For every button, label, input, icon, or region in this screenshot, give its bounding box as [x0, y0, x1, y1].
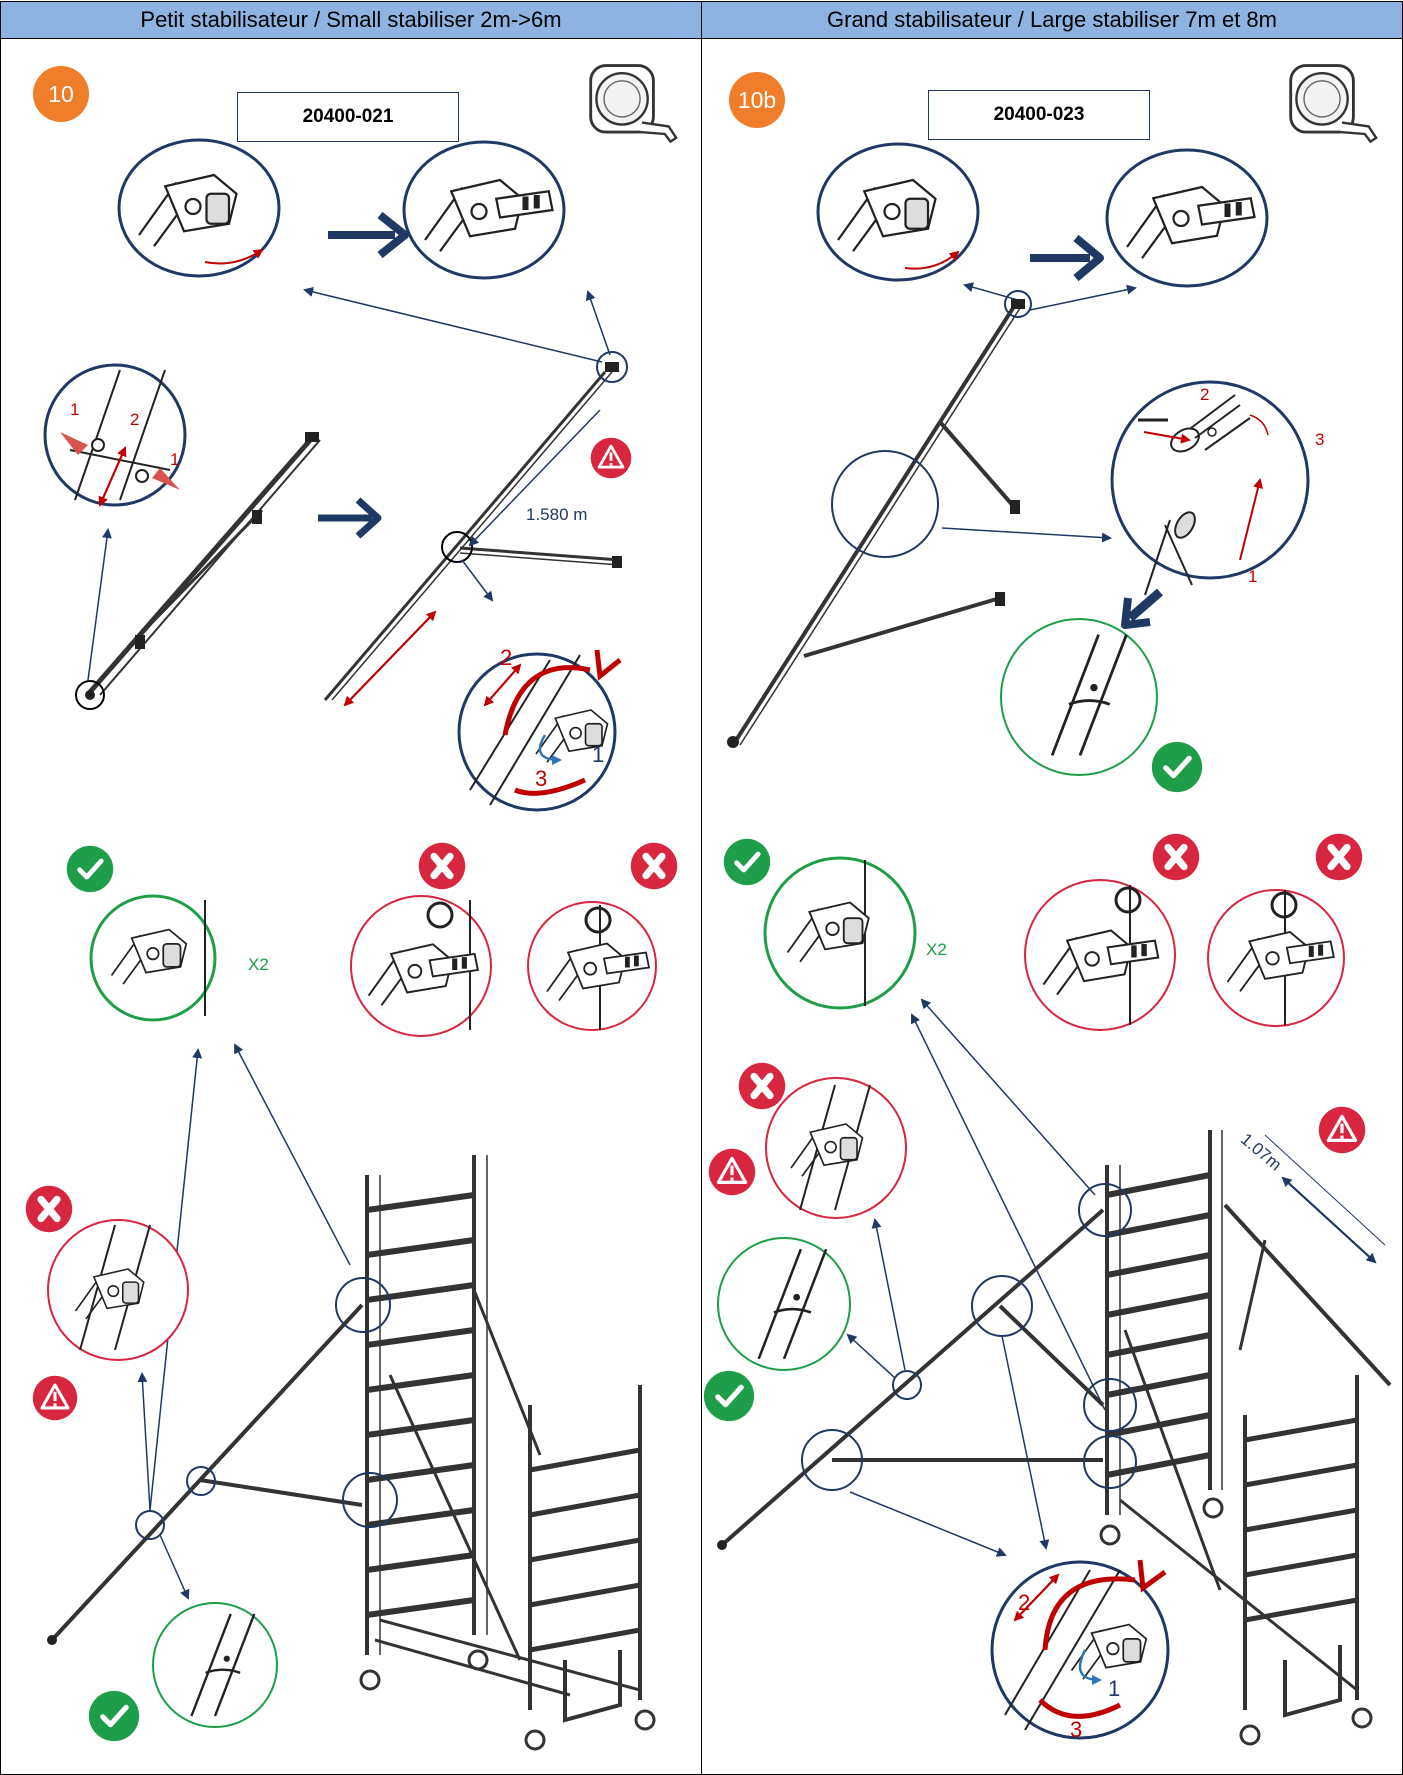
- label-rot-1-large: 1: [1108, 1676, 1120, 1701]
- step-badge-10b: 10b: [729, 72, 785, 128]
- stabiliser-attached-large: 1.07m: [717, 1129, 1386, 1557]
- cross-icon: [1153, 834, 1199, 880]
- check-icon: [724, 839, 770, 885]
- part-number-small: 20400-021: [237, 92, 459, 142]
- check-icon: [89, 1691, 139, 1741]
- cross-icon: [631, 843, 677, 889]
- label-rot-1: 1: [592, 742, 604, 767]
- scaffold-tower-large: [1099, 1130, 1392, 1746]
- stabiliser-unfolded-large: [727, 290, 1112, 748]
- label-pin-2: 2: [1200, 385, 1209, 404]
- stabiliser-attached-small: [47, 1277, 398, 1645]
- stabiliser-folded: [75, 432, 321, 710]
- warning-icon: [32, 1375, 78, 1421]
- rotation-lock-detail: 2 1 3: [457, 645, 622, 812]
- label-press-1b: 1: [170, 450, 179, 469]
- tape-measure-icon: [1289, 64, 1378, 144]
- label-rot-2: 2: [500, 645, 512, 670]
- label-pin-1: 1: [1248, 567, 1257, 586]
- cross-icon: [419, 843, 465, 889]
- pin-correct-detail: [1000, 618, 1158, 776]
- label-rot-3-large: 3: [1070, 1717, 1082, 1742]
- tube-wrong-detail-large: [765, 1077, 907, 1219]
- tape-measure-icon: [589, 64, 678, 144]
- stabiliser-unfolded: 1.580 m: [323, 351, 628, 707]
- label-pin-3: 3: [1315, 430, 1324, 449]
- telescopic-pin-detail: 1 2 1: [43, 363, 187, 507]
- warning-icon: [708, 1148, 756, 1196]
- clamp-correct-position: [89, 894, 217, 1022]
- clamp-wrong-position-2-large: [1207, 889, 1345, 1027]
- tube-correct-detail: [152, 1602, 278, 1728]
- rotation-lock-detail-large: 2 1 3: [990, 1559, 1170, 1742]
- clamp-open-detail: [402, 140, 566, 280]
- step-badge-10: 10: [33, 66, 89, 122]
- tube-wrong-detail: [47, 1219, 189, 1361]
- pin-assembly-detail: 2 3 1: [1110, 380, 1324, 596]
- warning-icon: [590, 437, 632, 479]
- check-icon: [67, 846, 113, 892]
- clamp-closed-detail-large: [816, 142, 980, 282]
- clamp-wrong-position-1-large: [1024, 879, 1176, 1031]
- label-press-1: 1: [70, 400, 79, 419]
- header-large-stabiliser: Grand stabilisateur / Large stabiliser 7…: [701, 1, 1403, 39]
- clamp-wrong-position-1: [350, 895, 492, 1037]
- label-rot-3: 3: [535, 766, 547, 791]
- scaffold-tower-small: [359, 1155, 656, 1751]
- check-icon: [704, 1371, 754, 1421]
- measure-107: 1.07m: [1237, 1129, 1285, 1174]
- cross-icon: [1316, 834, 1362, 880]
- header-small-stabiliser: Petit stabilisateur / Small stabiliser 2…: [0, 1, 702, 39]
- warning-icon: [1318, 1106, 1366, 1154]
- multiplier-x2: X2: [248, 955, 269, 974]
- clamp-open-detail-large: [1105, 148, 1269, 288]
- label-slide-2: 2: [130, 410, 139, 429]
- clamp-wrong-position-2: [527, 901, 657, 1031]
- measure-1580: 1.580 m: [526, 505, 587, 524]
- cross-icon: [739, 1063, 785, 1109]
- clamp-correct-position-large: [763, 856, 917, 1010]
- multiplier-x2-large: X2: [926, 940, 947, 959]
- check-icon: [1152, 742, 1202, 792]
- part-number-large: 20400-023: [928, 90, 1150, 140]
- tube-correct-detail-large: [717, 1237, 851, 1371]
- arrow-down-left-icon: [1127, 588, 1163, 622]
- label-rot-2-large: 2: [1018, 1590, 1030, 1615]
- clamp-closed-detail: [117, 138, 281, 278]
- cross-icon: [26, 1186, 72, 1232]
